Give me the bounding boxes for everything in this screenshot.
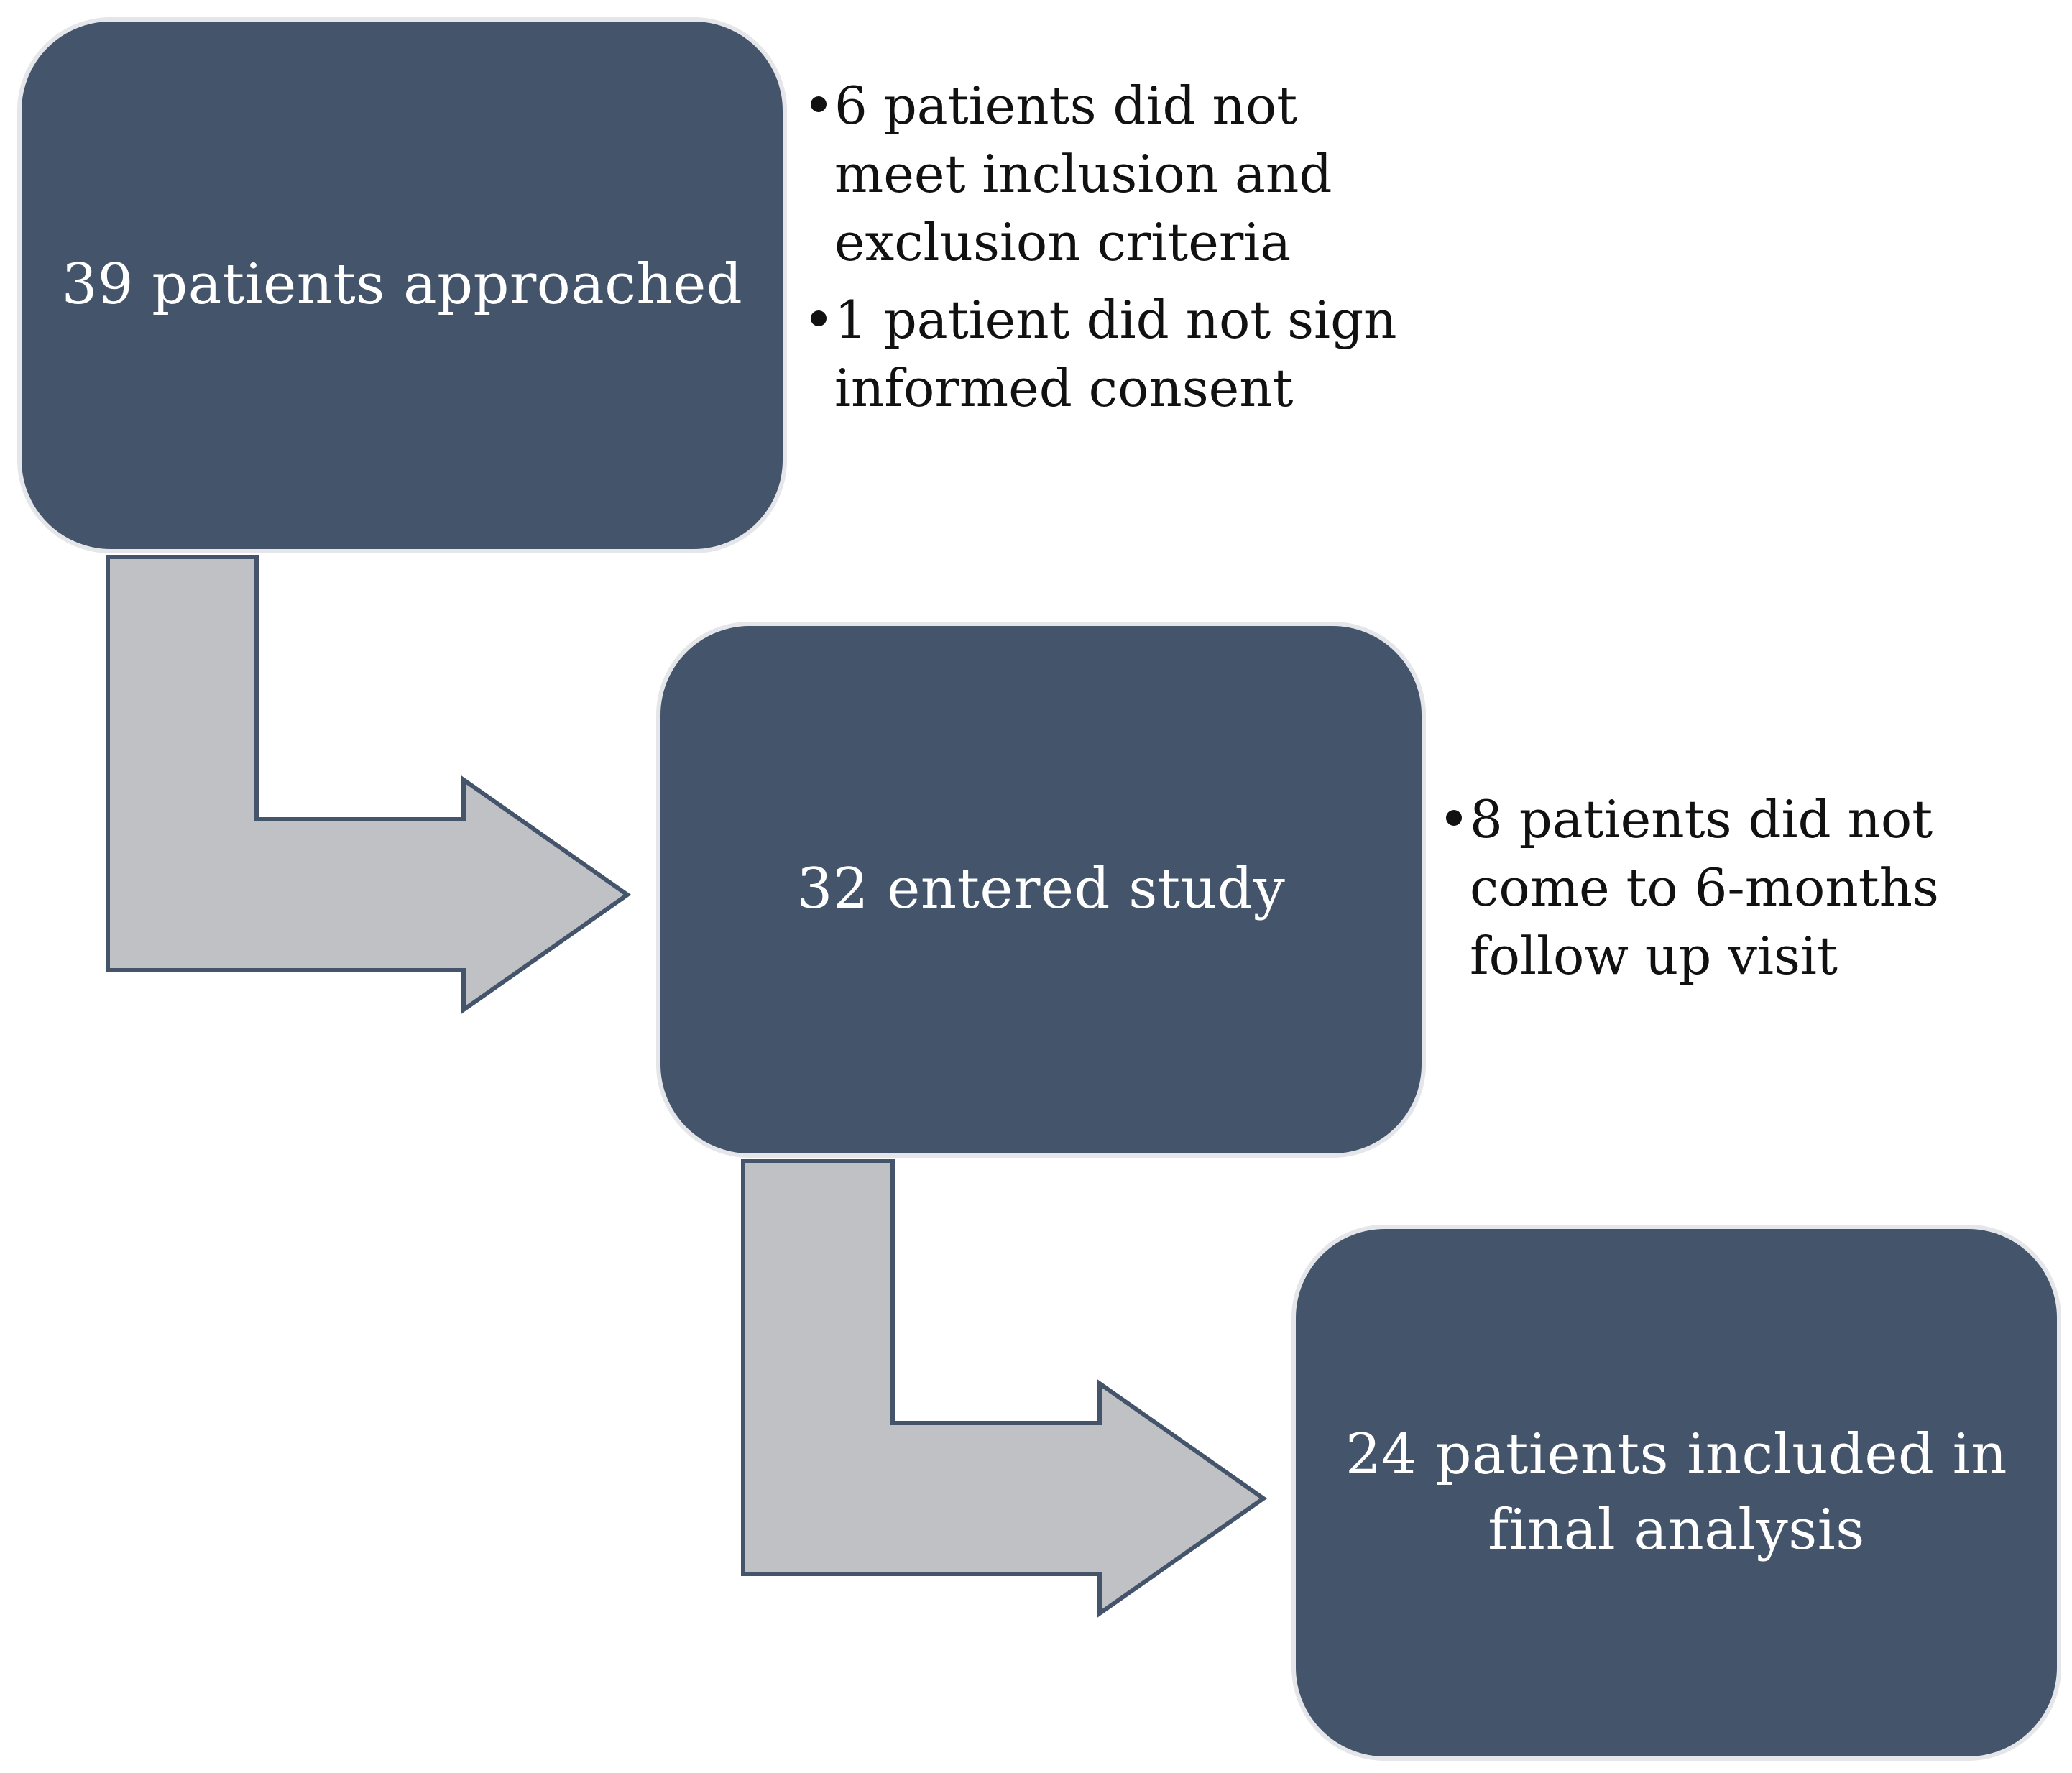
- bullet-icon: [811, 96, 827, 112]
- step-label-entered-study: 32 entered study: [796, 857, 1286, 922]
- exclusion-list-follow-up: 8 patients did not come to 6-months foll…: [1446, 786, 2035, 1000]
- flow-arrow-entered-to-final: [741, 1159, 1268, 1618]
- exclusion-text: 6 patients did not meet inclusion and ex…: [834, 75, 1332, 272]
- flow-arrow-approached-to-entered: [106, 555, 632, 1014]
- step-box-final-analysis: 24 patients included in final analysis: [1291, 1225, 2061, 1761]
- exclusion-text: 1 patient did not sign informed consent: [834, 290, 1397, 418]
- bullet-icon: [811, 310, 827, 326]
- exclusion-list-screening: 6 patients did not meet inclusion and ex…: [811, 72, 1400, 432]
- step-box-entered-study: 32 entered study: [656, 622, 1426, 1158]
- exclusion-item: 8 patients did not come to 6-months foll…: [1446, 786, 2035, 990]
- step-label-approached: 39 patients approached: [61, 252, 743, 318]
- step-label-final-analysis: 24 patients included in final analysis: [1345, 1422, 2007, 1562]
- bullet-icon: [1446, 810, 1462, 826]
- exclusion-item: 1 patient did not sign informed consent: [811, 286, 1400, 423]
- exclusion-item: 6 patients did not meet inclusion and ex…: [811, 72, 1400, 277]
- step-box-approached: 39 patients approached: [17, 17, 787, 553]
- exclusion-text: 8 patients did not come to 6-months foll…: [1470, 789, 1939, 986]
